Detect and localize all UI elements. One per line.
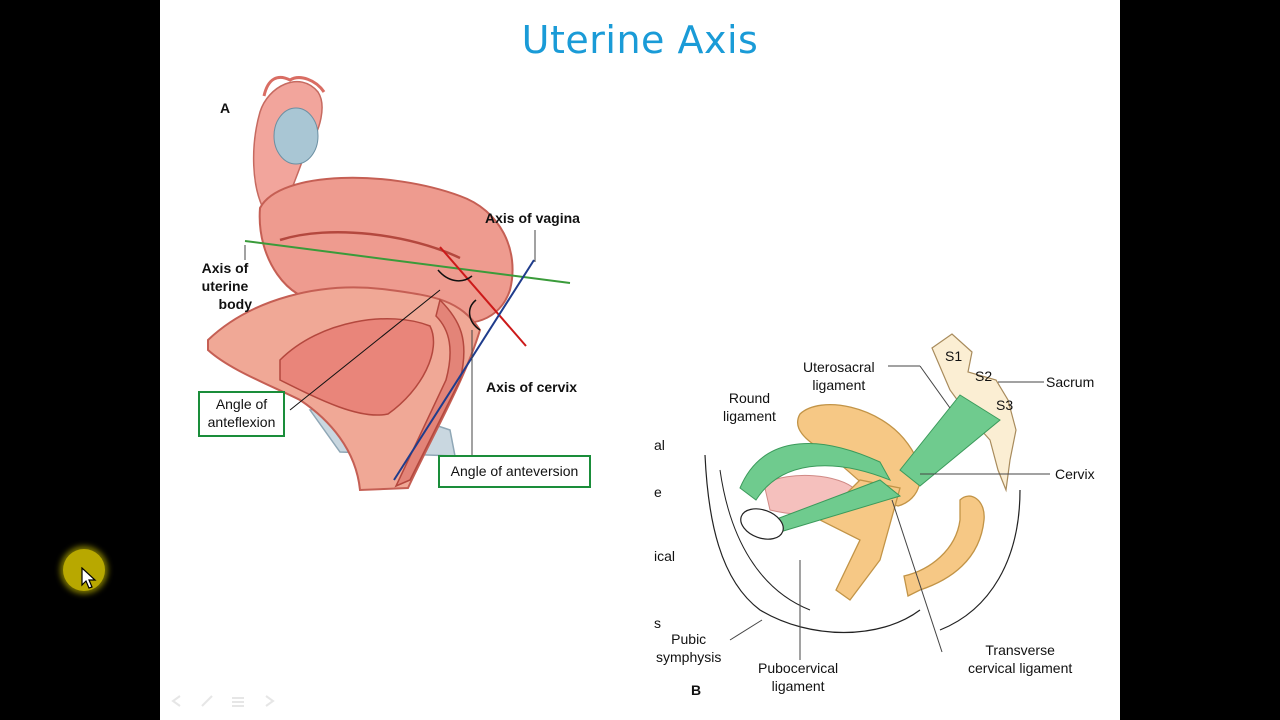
pen-icon[interactable]: [200, 694, 216, 708]
pointer-cursor-icon: [63, 549, 105, 591]
slide-nav-toolbar: [170, 694, 276, 708]
label-s1: S1: [945, 348, 963, 364]
panel-a-letter: A: [220, 100, 231, 116]
label-sacrum: Sacrum: [1046, 374, 1095, 390]
label-uterosacral-ligament: Uterosacral ligament: [803, 359, 875, 393]
figure-b-illustration: [704, 333, 1050, 660]
label-transverse-cervical-ligament: Transverse cervical ligament: [968, 642, 1073, 676]
label-round-ligament: Round ligament: [723, 390, 776, 424]
label-s3: S3: [996, 397, 1014, 413]
nav-forward-icon[interactable]: [260, 694, 276, 708]
label-cervix: Cervix: [1055, 466, 1095, 482]
menu-icon[interactable]: [230, 694, 246, 708]
label-axis-of-uterine-body: Axis of uterine body: [201, 260, 252, 312]
label-angle-of-anteflexion: Angle of anteflexion: [198, 391, 285, 437]
label-pubic-symphysis: Pubic symphysis: [656, 631, 722, 665]
figure-a-illustration: [207, 75, 571, 492]
label-axis-of-cervix: Axis of cervix: [486, 379, 578, 395]
label-angle-of-anteversion: Angle of anteversion: [438, 455, 591, 488]
cutoff-label-1: al: [654, 437, 665, 453]
cutoff-label-2: e: [654, 484, 662, 500]
slide-title: Uterine Axis: [521, 18, 759, 62]
nav-back-icon[interactable]: [170, 694, 186, 708]
slide: Uterine Axis A Axis of vagina Axis of ut…: [160, 0, 1120, 720]
label-s2: S2: [975, 368, 993, 384]
cutoff-label-3: ical: [654, 548, 676, 564]
cutoff-label-4: s: [654, 615, 661, 631]
label-pubocervical-ligament: Pubocervical ligament: [758, 660, 839, 694]
label-axis-of-vagina: Axis of vagina: [485, 210, 580, 226]
panel-b-letter: B: [691, 682, 702, 698]
